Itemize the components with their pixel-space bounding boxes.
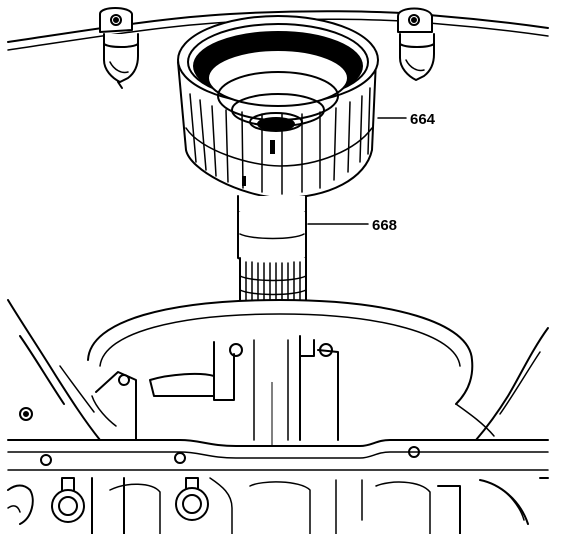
ring-gear-drum — [177, 15, 379, 199]
case-pan-rail — [7, 439, 549, 471]
top-housing-flange — [7, 7, 549, 89]
output-shaft — [237, 195, 307, 447]
transmission-case — [7, 299, 549, 441]
lower-valve-body — [7, 477, 549, 534]
callout-668: 668 — [307, 217, 397, 234]
callout-668-label: 668 — [372, 217, 397, 234]
callout-664-label: 664 — [410, 111, 436, 128]
callout-664: 664 — [377, 111, 436, 128]
